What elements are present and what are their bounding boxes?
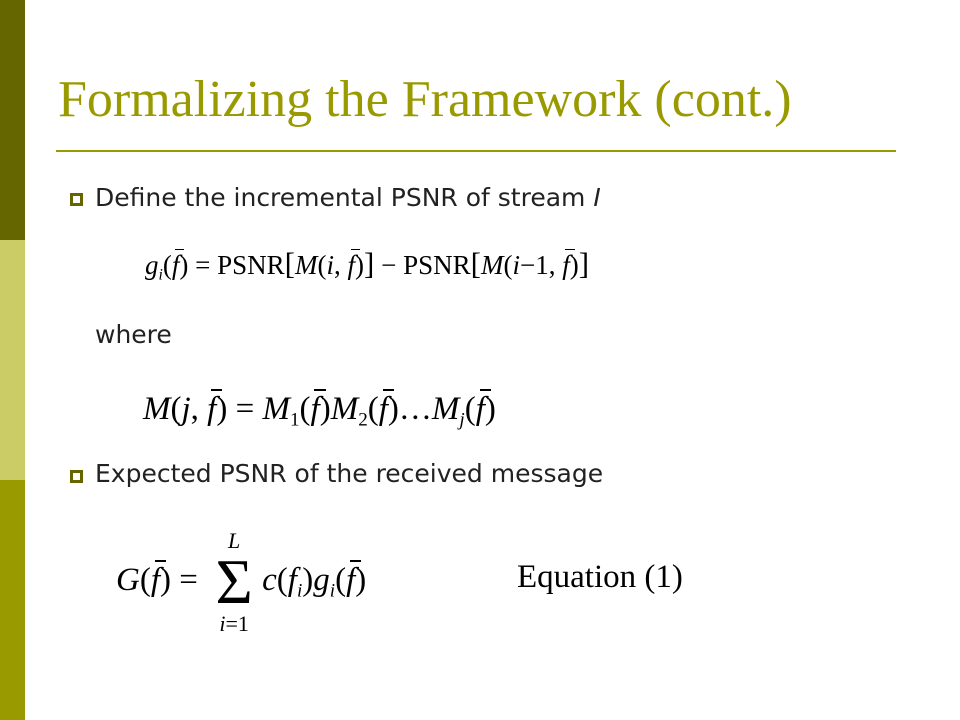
equation-m-definition: M(j, f) = M1(f)M2(f)…Mj(f)	[143, 389, 496, 431]
left-bar-middle	[0, 240, 25, 480]
left-bar-bottom	[0, 480, 25, 720]
bullet-2-text: Expected PSNR of the received message	[95, 459, 604, 488]
bullet-square-icon	[70, 470, 83, 483]
slide-title: Formalizing the Framework (cont.)	[58, 71, 792, 128]
bullet-1-text: Define the incremental PSNR of stream I	[95, 183, 601, 212]
title-underline	[56, 150, 896, 152]
equation-label: Equation (1)	[517, 559, 683, 595]
where-label: where	[95, 320, 172, 349]
bullet-square-icon	[70, 193, 83, 206]
equation-incremental-psnr: gi(f) = PSNR[M(i, f)] − PSNR[M(i−1, f)]	[145, 246, 590, 284]
left-bar-top	[0, 0, 25, 240]
